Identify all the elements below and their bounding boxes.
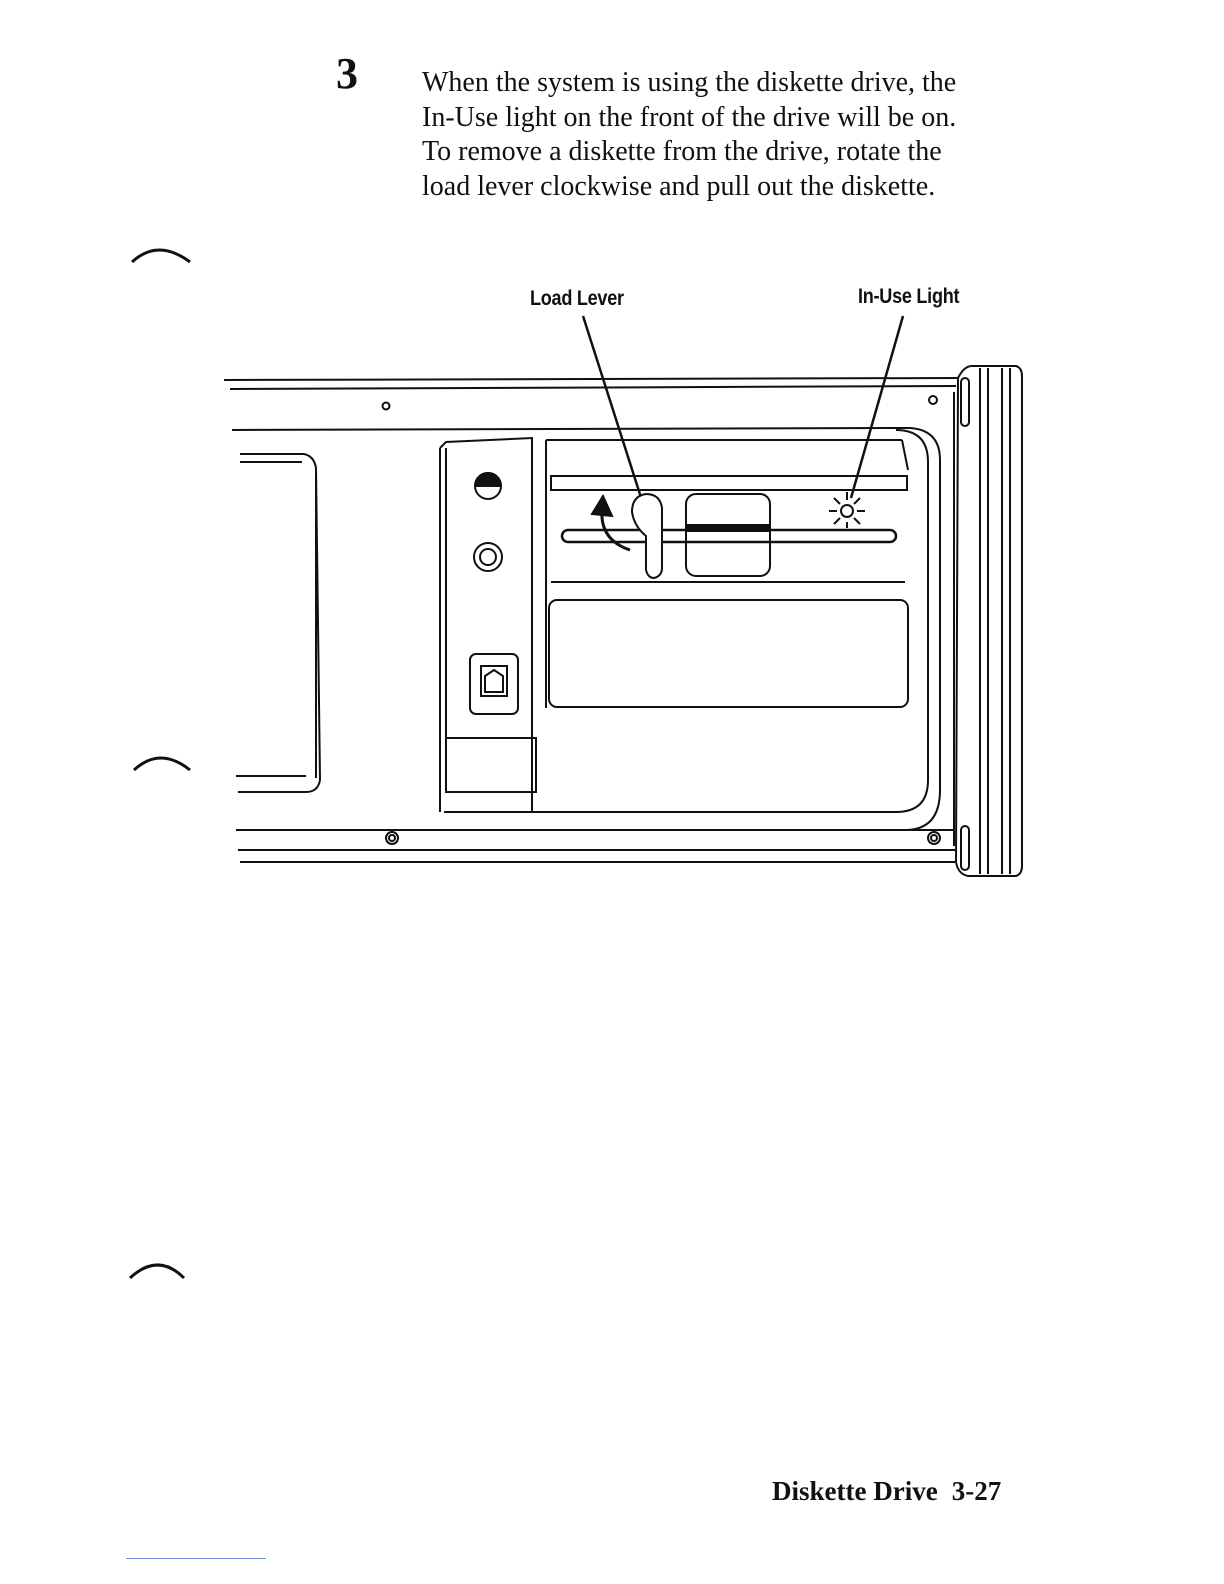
screw <box>928 832 940 844</box>
phone-jack <box>470 654 518 714</box>
footer-page-number: 3-27 <box>952 1476 1002 1506</box>
screw <box>929 396 937 404</box>
load-lever-callout: Load Lever <box>530 287 624 311</box>
binder-hole-mark <box>130 1265 184 1278</box>
reset-button <box>474 543 502 571</box>
in-use-light-leader <box>851 316 903 498</box>
screw <box>386 832 398 844</box>
page-footer: Diskette Drive 3-27 <box>772 1476 1001 1507</box>
load-lever <box>632 494 662 578</box>
bottom-rule <box>126 1558 266 1559</box>
in-use-light-callout: In-Use Light <box>858 285 959 309</box>
screw <box>383 403 390 410</box>
in-use-light-icon <box>829 492 865 528</box>
binder-hole-mark <box>134 758 190 770</box>
footer-section: Diskette Drive <box>772 1476 938 1506</box>
load-lever-leader <box>583 316 645 510</box>
drive-button <box>686 494 770 576</box>
binder-hole-mark <box>132 250 190 262</box>
